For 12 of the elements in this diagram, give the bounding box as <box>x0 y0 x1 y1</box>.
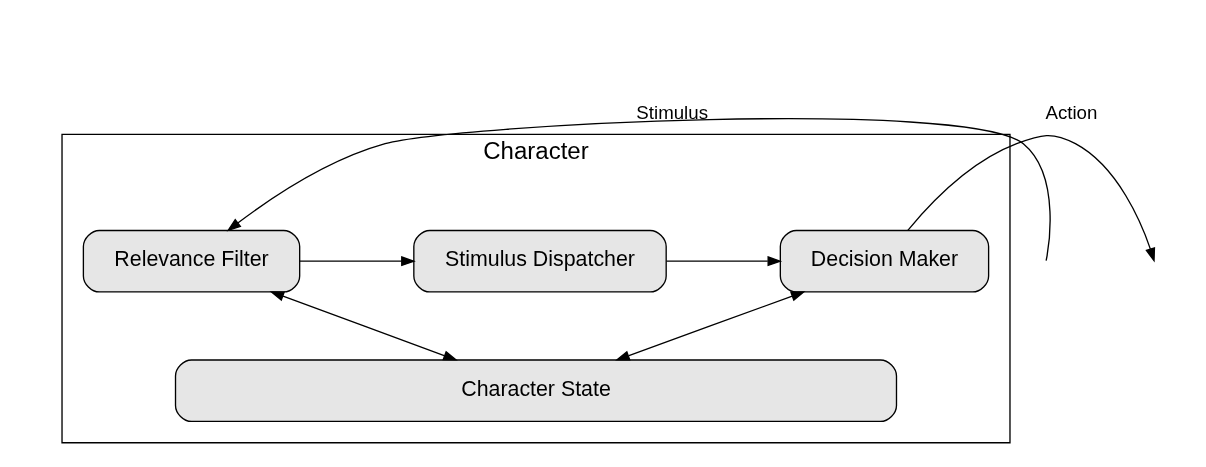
node-box: Relevance Filter <box>82 229 301 293</box>
edge-label: Action <box>1045 101 1098 123</box>
arrow <box>907 134 1156 263</box>
arrow <box>665 256 783 267</box>
arrow <box>299 256 416 267</box>
node-box: Character State <box>174 359 898 423</box>
arrow <box>226 118 1051 262</box>
edge-label: Stimulus <box>636 101 709 123</box>
arrow <box>269 291 458 361</box>
arrow <box>615 291 806 361</box>
node-box: Decision Maker <box>779 229 990 293</box>
node-box: Stimulus Dispatcher <box>413 229 667 293</box>
